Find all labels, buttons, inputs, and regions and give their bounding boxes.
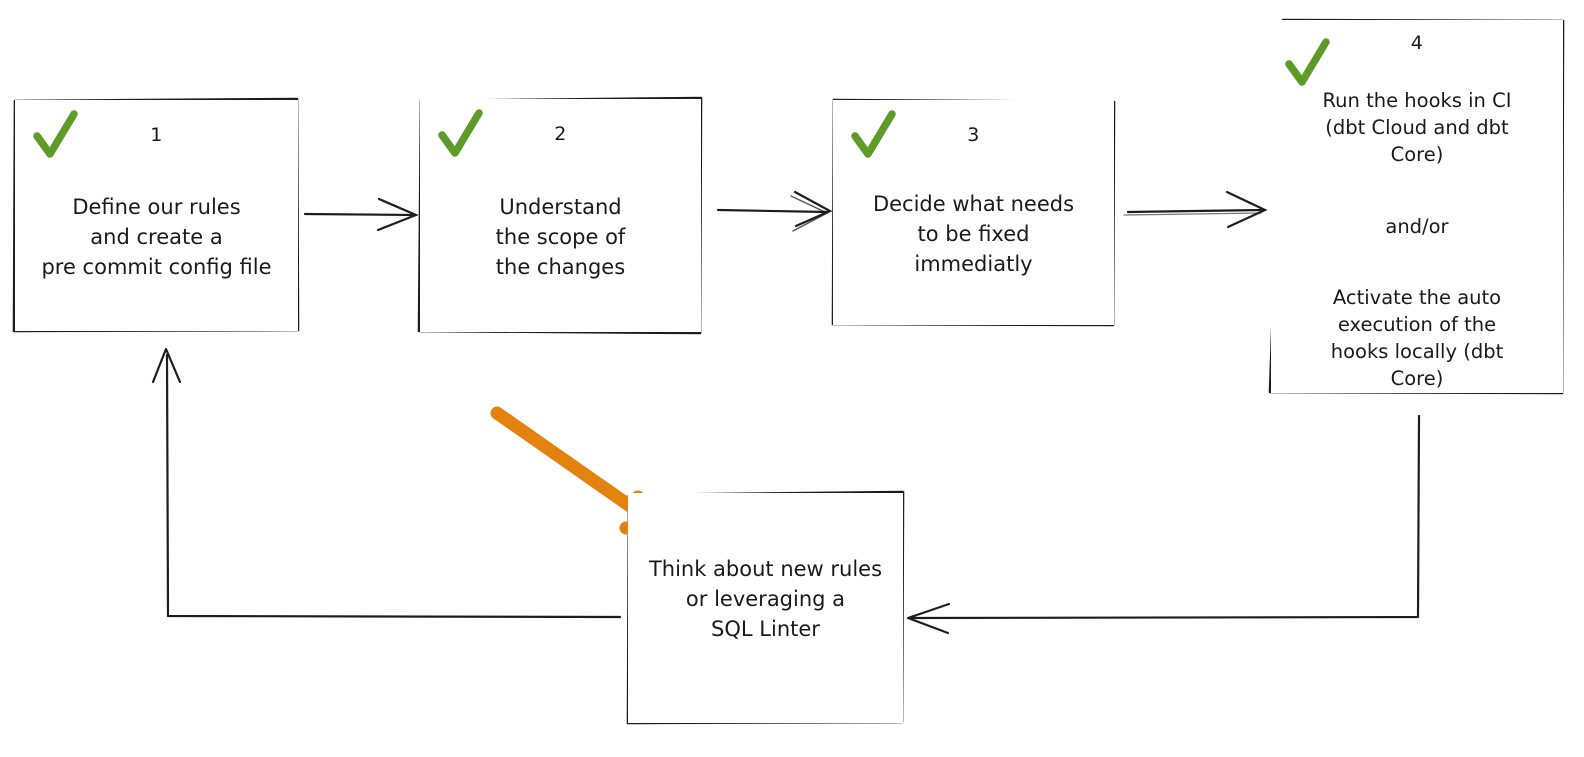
node-text: Understand the scope of the changes	[495, 195, 626, 279]
arrow-3-to-4	[1123, 190, 1268, 229]
arrow-4-to-loop	[906, 414, 1421, 635]
node-text-group: Run the hooks in CI (dbt Cloud and dbt C…	[1314, 61, 1519, 420]
green-checkmark-icon	[438, 109, 483, 157]
node-text: Think about new rules or leveraging a SQ…	[648, 557, 883, 641]
arrow-1-to-2	[303, 197, 419, 232]
node-step-4[interactable]: 4 Run the hooks in CI (dbt Cloud and dbt…	[1271, 20, 1563, 393]
arrow-loop-to-1	[151, 347, 622, 619]
node-step-3[interactable]: 3 Decide what needs to be fixed immediat…	[833, 100, 1114, 325]
node-text-part-2: and/or	[1385, 214, 1449, 238]
green-checkmark-icon	[33, 110, 78, 158]
node-text: Define our rules and create a pre commit…	[41, 195, 272, 279]
node-step-2[interactable]: 2 Understand the scope of the changes	[420, 99, 701, 332]
node-step-1[interactable]: 1 Define our rules and create a pre comm…	[15, 100, 298, 331]
green-checkmark-icon	[1285, 38, 1330, 86]
step-number: 3	[967, 124, 980, 146]
step-number: 1	[150, 124, 163, 146]
step-number: 4	[1410, 32, 1424, 54]
step-number: 2	[554, 123, 567, 145]
node-loop-node[interactable]: Think about new rules or leveraging a SQ…	[628, 493, 903, 723]
arrow-2-to-3	[716, 190, 833, 232]
node-text: Decide what needs to be fixed immediatly	[872, 192, 1075, 276]
node-text-part-1: Run the hooks in CI (dbt Cloud and dbt C…	[1322, 88, 1512, 166]
node-text-part-3: Activate the auto execution of the hooks…	[1330, 286, 1504, 391]
green-checkmark-icon	[851, 110, 896, 158]
